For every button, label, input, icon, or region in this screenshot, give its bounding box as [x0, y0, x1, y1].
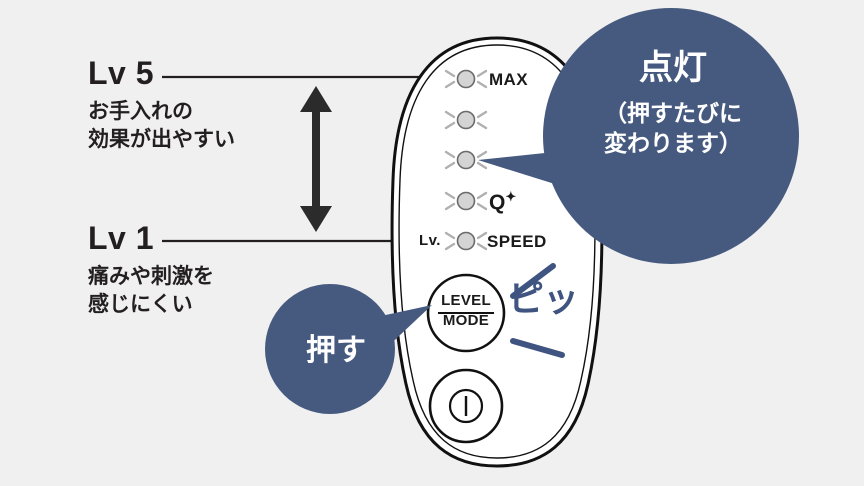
led-label-max: MAX — [489, 70, 528, 89]
lv5-description: お手入れの 効果が出やすい — [88, 100, 235, 152]
lv5-title: Lv 5 — [88, 55, 155, 91]
led-label-quick: Q✦ — [489, 189, 516, 215]
annotation-high-level: Lv 5 お手入れの 効果が出やすい — [88, 57, 235, 155]
range-double-arrow-icon — [300, 86, 332, 232]
led-indicator-icon-3 — [444, 150, 488, 170]
led-indicator-icon-2 — [444, 110, 488, 130]
lv1-title: Lv 1 — [88, 220, 155, 256]
callout-top-sub-text: （押すたびに 変わります） — [604, 100, 742, 156]
led-indicator-icon-1 — [444, 69, 488, 89]
sound-effect-text: ピッ — [508, 278, 579, 319]
lv1-description: 痛みや刺激を 感じにくい — [88, 265, 214, 317]
sparkle-icon: ✦ — [505, 189, 517, 204]
led-indicator-icon-5 — [444, 231, 488, 251]
led-label-lv-prefix: Lv. — [419, 232, 441, 249]
led-label-quick-letter: Q — [489, 191, 506, 214]
level-mode-button-line2[interactable]: MODE — [442, 312, 490, 329]
motion-lines-icon — [510, 263, 565, 358]
power-icon — [448, 388, 484, 424]
led-indicator-icon-4 — [444, 191, 488, 211]
callout-bubble-top — [478, 8, 799, 264]
annotation-low-level: Lv 1 痛みや刺激を 感じにくい — [88, 222, 214, 320]
callout-bottom-text: 押す — [306, 334, 366, 367]
level-mode-button-line1[interactable]: LEVEL — [441, 292, 491, 309]
callout-top-main-text: 点灯 — [639, 49, 707, 87]
led-label-speed: SPEED — [487, 232, 547, 251]
callout-bubble-bottom — [265, 284, 432, 414]
